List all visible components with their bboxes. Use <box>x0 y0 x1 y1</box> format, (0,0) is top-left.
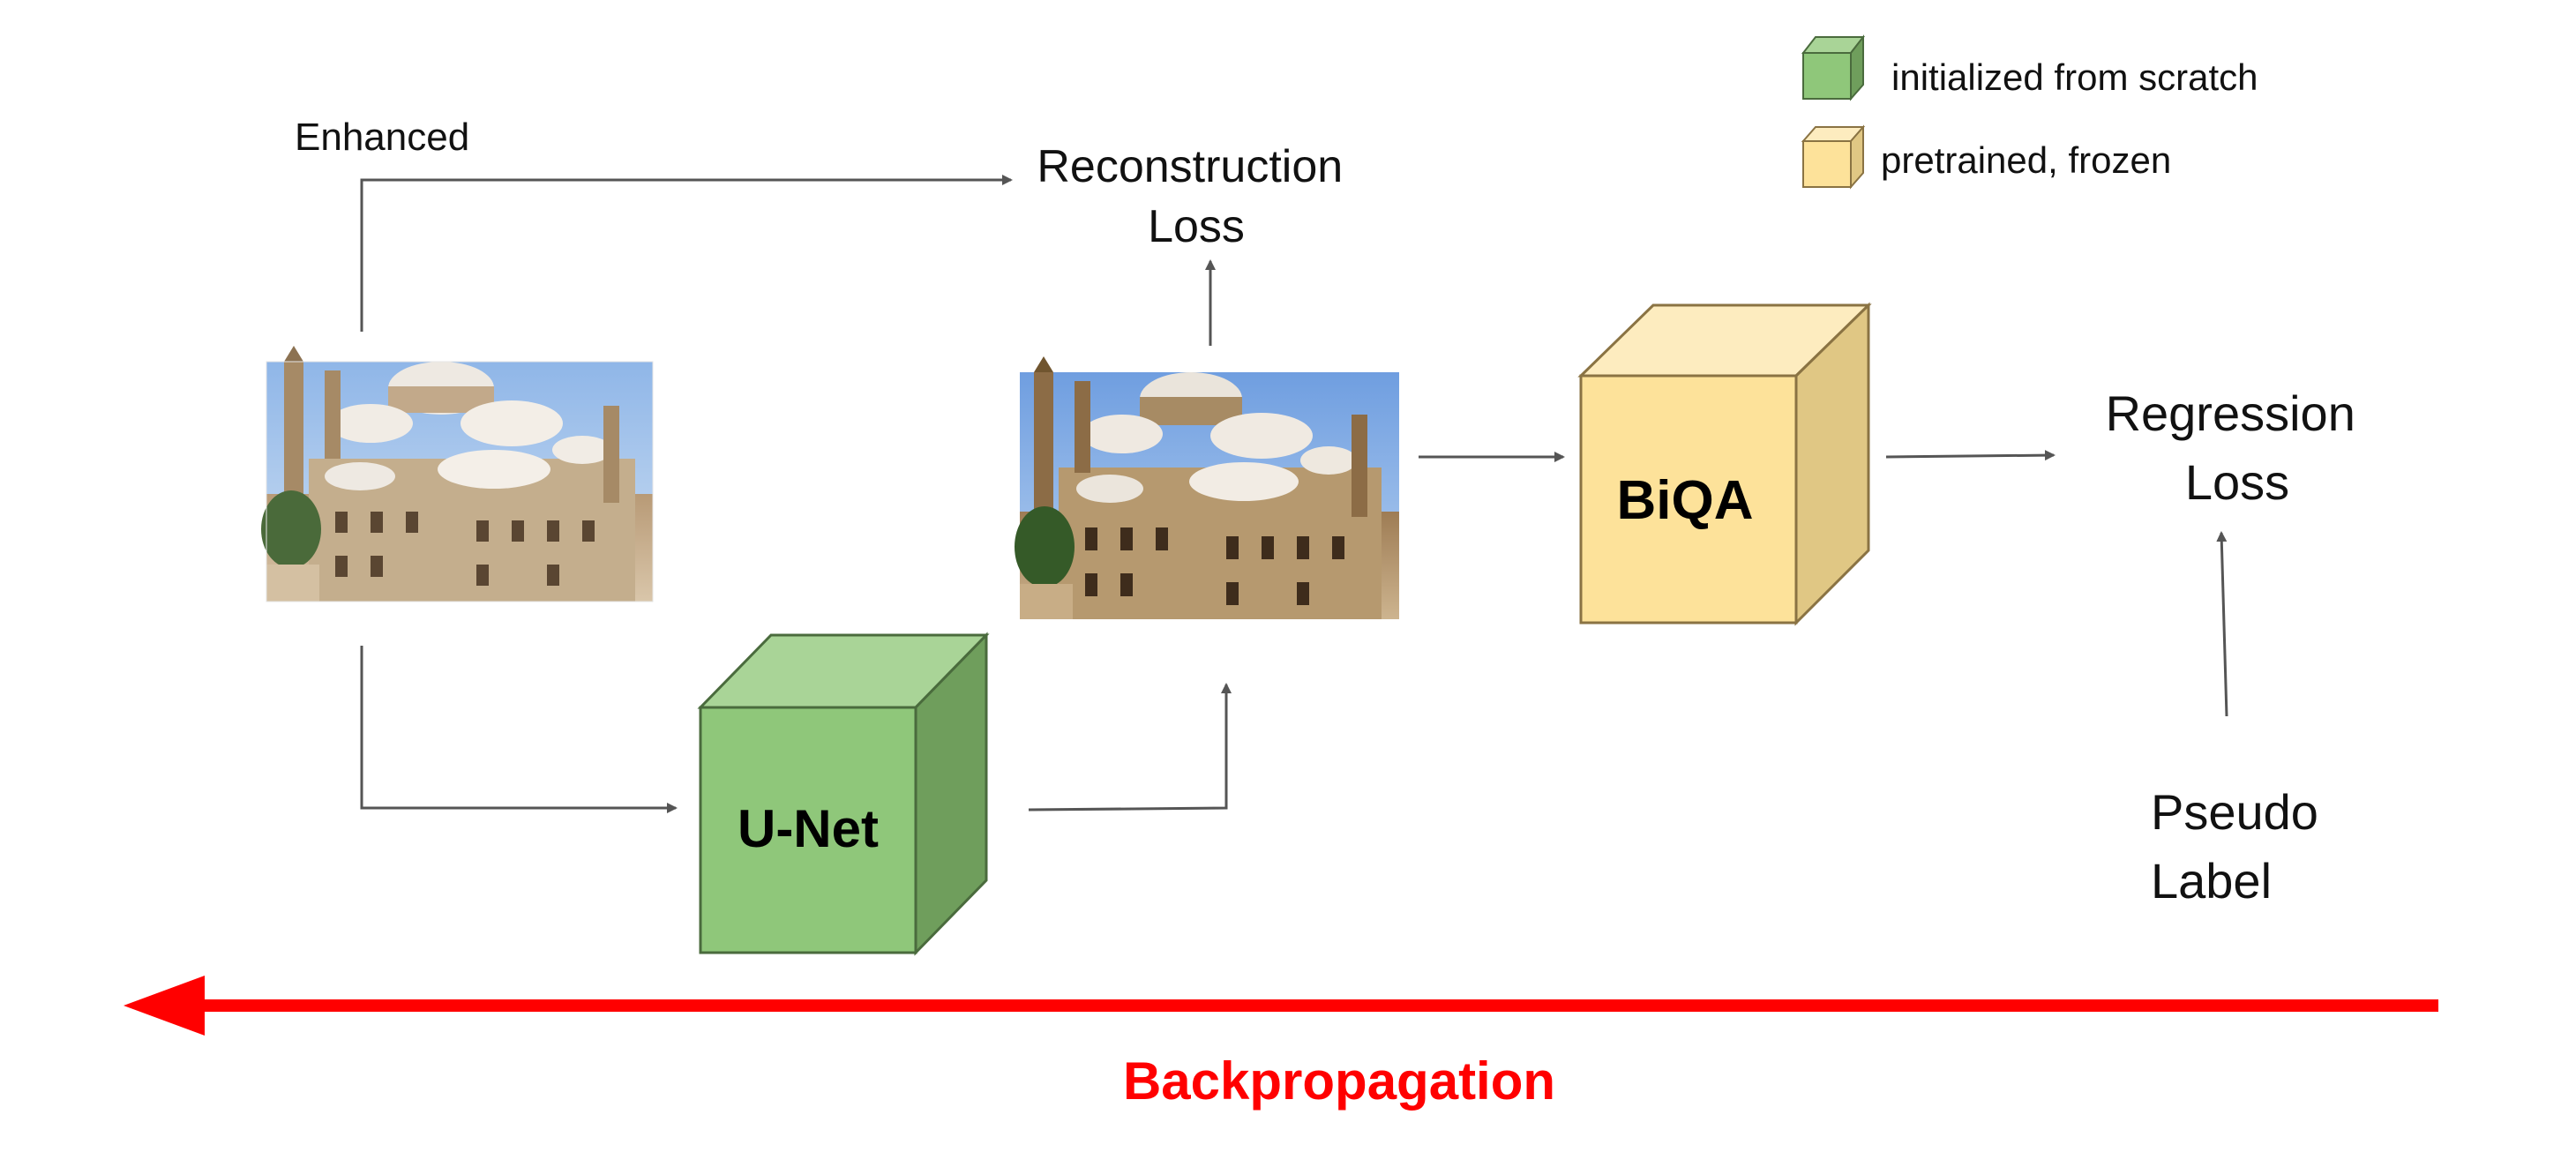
regression-loss-label: Regression Loss <box>2106 385 2370 510</box>
pseudo-label: Pseudo Label <box>2151 784 2333 909</box>
pseudo-label-line2: Label <box>2151 853 2272 909</box>
green-cube-icon <box>1801 34 1866 101</box>
legend-item-scratch: initialized from scratch <box>1801 34 2258 101</box>
regression-loss-line2: Loss <box>2185 454 2289 510</box>
legend-label-scratch: initialized from scratch <box>1891 56 2258 98</box>
reconstruction-loss-line1: Reconstruction <box>1037 141 1343 192</box>
pseudo-label-line1: Pseudo <box>2151 784 2318 840</box>
input-to-unet-arrow <box>360 646 678 813</box>
output-image <box>1015 356 1399 619</box>
unet-to-output-arrow <box>1028 683 1232 812</box>
legend-item-pretrained: pretrained, frozen <box>1801 124 2171 190</box>
legend-label-pretrained: pretrained, frozen <box>1881 139 2171 181</box>
backpropagation-label: Backpropagation <box>1123 1051 1555 1111</box>
legend: initialized from scratch pretrained, fro… <box>1801 34 2258 190</box>
yellow-cube-icon <box>1801 124 1866 190</box>
biqa-block: BiQA <box>1577 302 1872 626</box>
input-image <box>261 346 654 602</box>
arrows <box>360 175 2228 813</box>
unet-label: U-Net <box>738 799 879 858</box>
biqa-to-regression-arrow <box>1885 450 2056 461</box>
biqa-label: BiQA <box>1617 470 1754 531</box>
enhanced-arrow <box>360 175 1013 332</box>
backpropagation-arrow <box>124 976 2438 1036</box>
reconstruction-loss-line2: Loss <box>1148 201 1245 252</box>
regression-loss-line1: Regression <box>2106 385 2355 441</box>
unet-block: U-Net <box>697 632 990 956</box>
enhanced-label: Enhanced <box>295 116 469 159</box>
reconstruction-loss-label: Reconstruction Loss <box>1037 141 1355 252</box>
pseudo-to-regression-arrow <box>2216 531 2228 717</box>
